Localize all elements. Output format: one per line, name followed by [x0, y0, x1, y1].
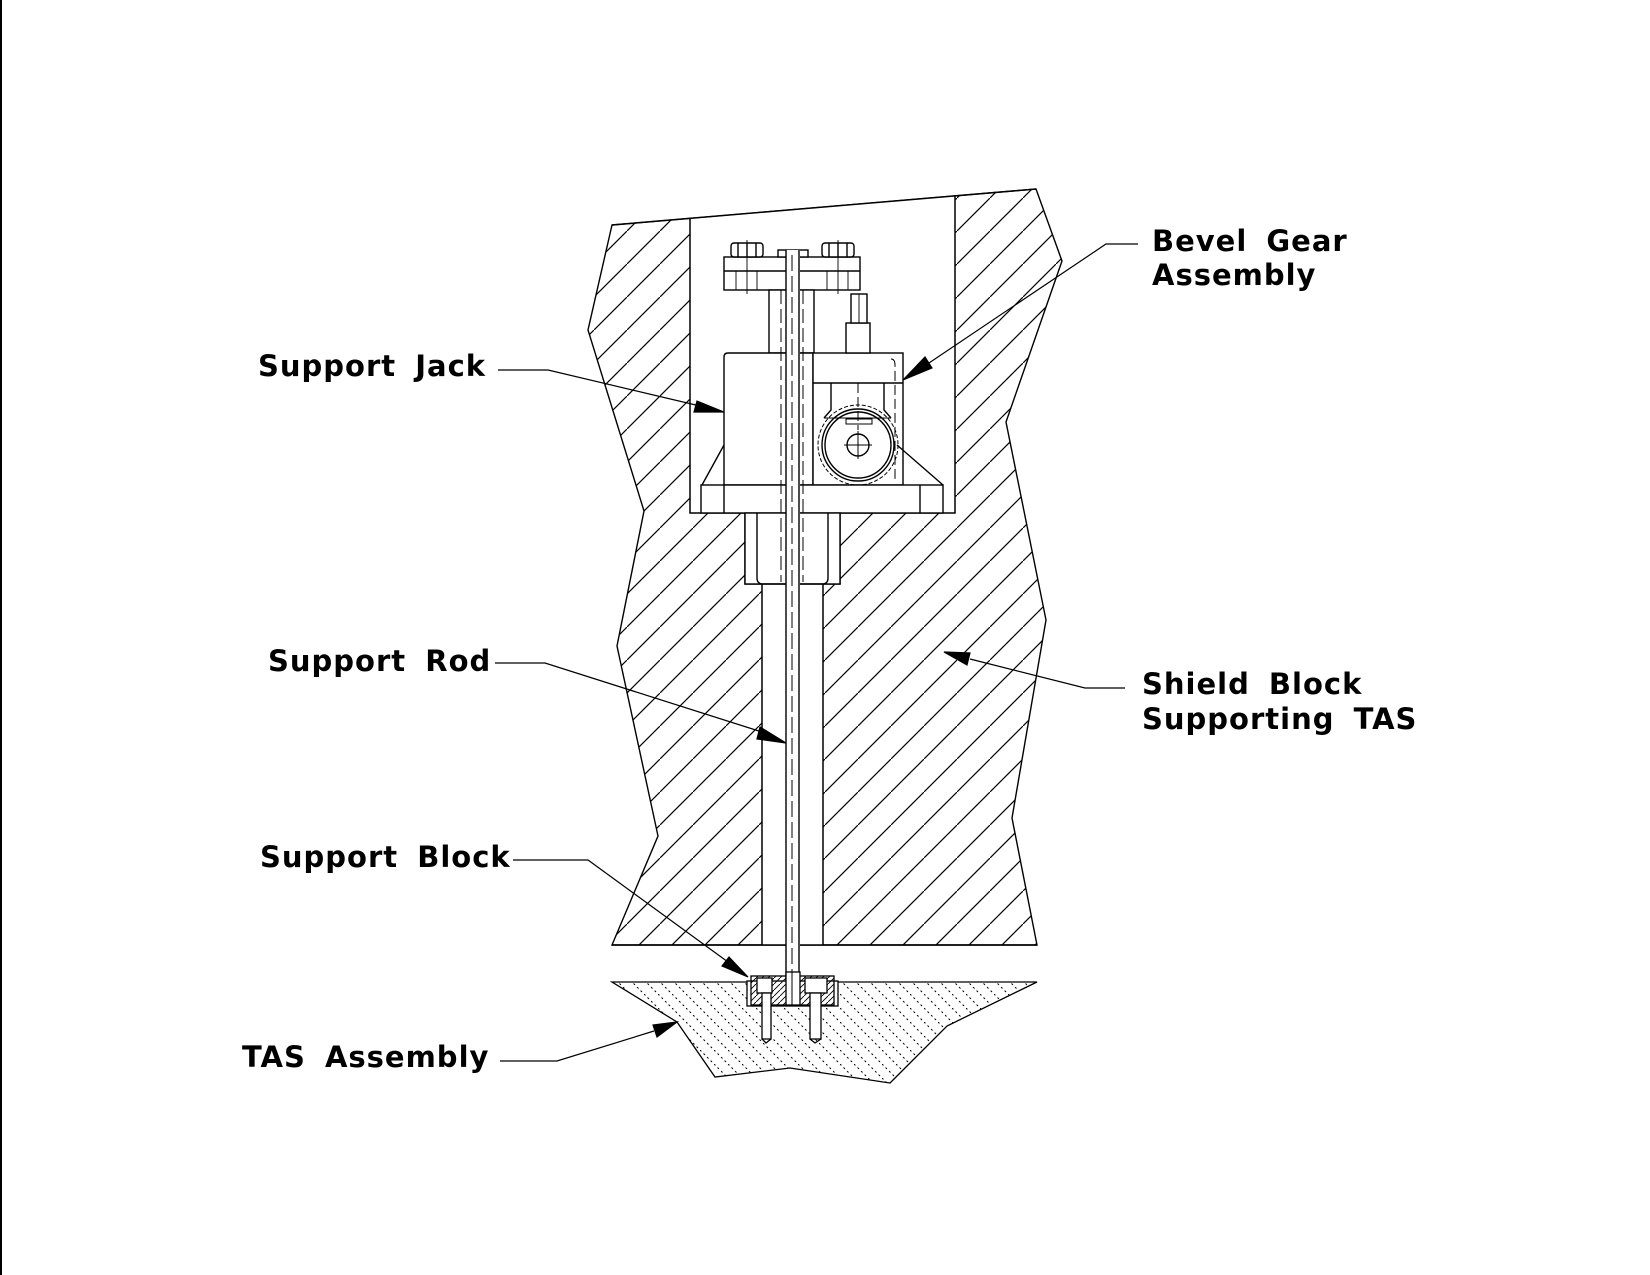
leader-lines	[495, 243, 1138, 1062]
label-support-block: Support Block	[260, 840, 511, 874]
label-bevel-gear-line1: Bevel Gear	[1152, 224, 1348, 258]
leader-tas-assembly	[500, 1021, 680, 1062]
leader-support-jack	[498, 369, 725, 413]
support-block	[746, 971, 839, 1044]
label-bevel-gear-line2: Assembly	[1152, 258, 1317, 292]
support-rod	[780, 250, 804, 1005]
leader-bevel-gear	[902, 243, 1138, 381]
tas-assembly-block	[609, 981, 1038, 1084]
leader-support-block	[513, 859, 749, 978]
label-shield-block-line2: Supporting TAS	[1142, 702, 1418, 736]
label-support-jack: Support Jack	[258, 349, 487, 383]
page-left-border	[0, 0, 2, 1275]
leader-shield-block	[943, 651, 1125, 689]
label-tas-assembly: TAS Assembly	[242, 1040, 490, 1074]
label-support-rod: Support Rod	[268, 644, 492, 678]
label-shield-block-line1: Shield Block	[1142, 667, 1363, 701]
leader-support-rod	[495, 662, 787, 744]
